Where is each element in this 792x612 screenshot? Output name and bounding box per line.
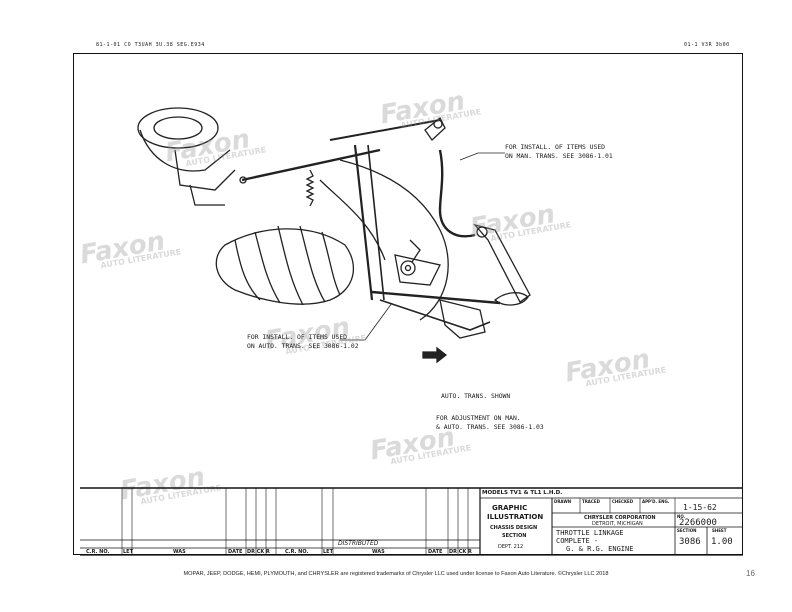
date-value: 1-15-62 xyxy=(683,503,717,512)
section-header: SECTION xyxy=(677,528,697,533)
note-man-trans: FOR INSTALL. OF ITEMS USED ON MAN. TRANS… xyxy=(505,143,613,160)
note-auto-trans-shown: AUTO. TRANS. SHOWN xyxy=(441,392,511,400)
note-auto-trans: FOR INSTALL. OF ITEMS USED ON AUTO. TRAN… xyxy=(247,333,359,350)
drawn-label: DRAWN xyxy=(554,499,572,504)
col-was: WAS xyxy=(173,549,186,555)
corporation-name: CHRYSLER CORPORATION xyxy=(584,515,656,521)
col-cr-no-2: C.R. NO. xyxy=(285,549,309,555)
dept-label: DEPT. 212 xyxy=(498,544,524,550)
graphic-label: GRAPHIC xyxy=(492,504,528,512)
col-date: DATE xyxy=(228,549,243,555)
page-number: 16 xyxy=(746,569,755,578)
col-dr-ck-r: DR CK R xyxy=(247,549,270,555)
section-label: SECTION xyxy=(502,533,527,539)
no-label: NO. xyxy=(677,514,686,519)
chassis-design-label: CHASSIS DESIGN xyxy=(490,525,538,531)
trademark-footer: MOPAR, JEEP, DODGE, HEMI, PLYMOUTH, and … xyxy=(183,571,609,577)
distributed-stamp: DISTRIBUTED xyxy=(338,540,379,547)
title-line-2: COMPLETE - xyxy=(556,537,599,545)
col-let: LET xyxy=(123,549,134,555)
col-dr-ck-r-2: DR CK R xyxy=(449,549,472,555)
col-was-2: WAS xyxy=(372,549,385,555)
sheet-number: 1.00 xyxy=(711,537,733,547)
appd-eng-label: APP'D. ENG. xyxy=(642,499,670,504)
title-line-1: THROTTLE LINKAGE xyxy=(556,529,624,537)
note-adjustment: FOR ADJUSTMENT ON MAN. & AUTO. TRANS. SE… xyxy=(436,414,544,431)
drawing-number: 2266000 xyxy=(679,518,717,528)
col-cr-no: C.R. NO. xyxy=(86,549,110,555)
col-let-2: LET xyxy=(323,549,334,555)
sheet-header: SHEET xyxy=(712,528,727,533)
models-label: MODELS TV1 & TL1 L.H.D. xyxy=(482,490,563,496)
section-number: 3086 xyxy=(679,537,701,547)
header-code-left: 81-1-01 CO T3UAH 3U.38 SEG.E934 xyxy=(96,42,205,48)
col-date-2: DATE xyxy=(428,549,443,555)
header-code-right: 01-1 V3R 3b00 xyxy=(684,42,730,48)
checked-label: CHECKED xyxy=(612,499,634,504)
title-line-3: G. & R.G. ENGINE xyxy=(566,545,634,553)
illustration-label: ILLUSTRATION xyxy=(487,513,544,521)
corporation-city: DETROIT, MICHIGAN xyxy=(592,521,643,527)
traced-label: TRACED xyxy=(582,499,600,504)
